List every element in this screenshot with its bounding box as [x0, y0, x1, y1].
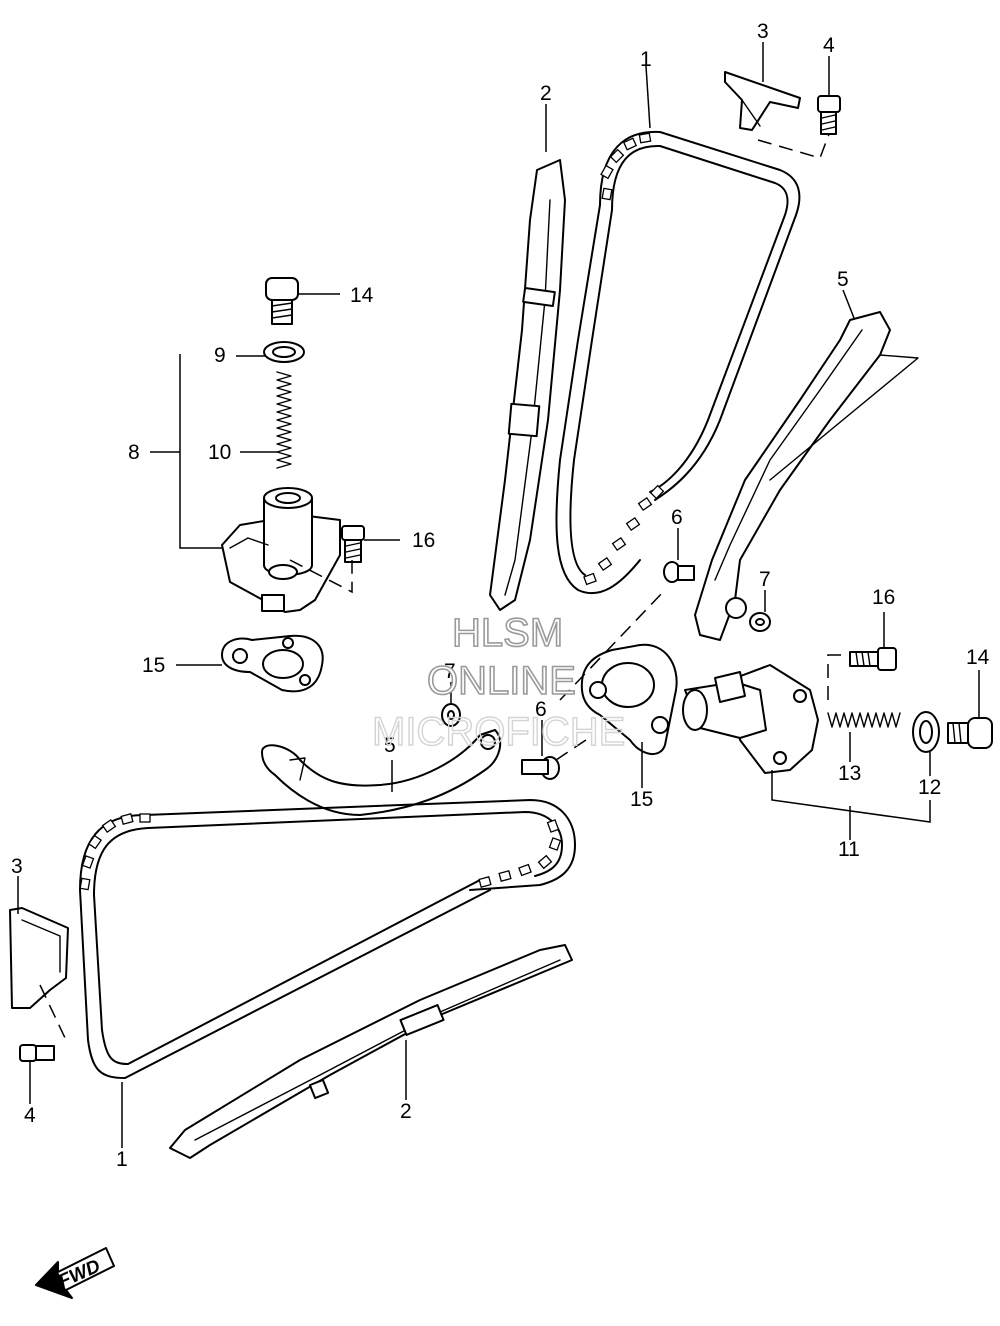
label-4-left: 4: [24, 1104, 36, 1127]
washer-7-left: [441, 703, 461, 727]
watermark-microfiche: MICROFICHE: [372, 710, 625, 754]
bolt-16-left: [341, 525, 365, 563]
gasket-12: [912, 711, 940, 753]
plug-14-right: [947, 717, 993, 749]
tensioner-assembly-left: [221, 277, 341, 613]
label-2-top: 2: [540, 82, 552, 105]
fwd-indicator: FWD: [35, 1247, 115, 1299]
washer-7-right: [749, 612, 771, 632]
tensioner-arm-center: [261, 729, 502, 816]
label-16-left: 16: [412, 529, 435, 552]
label-2-bottom: 2: [400, 1100, 412, 1123]
label-1-bottom: 1: [116, 1148, 128, 1171]
label-5-right: 5: [837, 268, 849, 291]
cam-chain-lower: [79, 799, 576, 1079]
guide-bracket-lower: [9, 907, 69, 1009]
spring-13: [827, 712, 901, 728]
label-1-top: 1: [640, 48, 652, 71]
label-3-left: 3: [11, 855, 23, 878]
label-12: 12: [918, 776, 941, 799]
label-4-top: 4: [823, 34, 835, 57]
watermark-online: ONLINE: [427, 659, 576, 703]
label-6-center: 6: [535, 698, 547, 721]
label-7-right: 7: [759, 568, 771, 591]
chain-guide-upper: [489, 159, 566, 611]
gasket-right: [580, 643, 678, 755]
label-16-right: 16: [872, 586, 895, 609]
label-15-center: 15: [630, 788, 653, 811]
label-11: 11: [838, 838, 860, 861]
label-7-left: 7: [444, 660, 456, 683]
tensioner-arm-right: [694, 311, 919, 641]
label-5-center: 5: [384, 734, 396, 757]
bolt-6-mid: [663, 561, 695, 583]
bolt-6-center: [521, 756, 560, 780]
label-14-left: 14: [350, 284, 374, 307]
label-15-left: 15: [142, 654, 165, 677]
watermark: HLSM ONLINE MICROFICHE: [371, 610, 626, 755]
label-13: 13: [838, 762, 861, 785]
chain-guide-lower: [169, 944, 573, 1159]
label-10: 10: [208, 441, 231, 464]
tensioner-body-right: [682, 664, 819, 774]
guide-bracket-upper: [724, 71, 801, 131]
label-6-mid: 6: [671, 506, 683, 529]
gasket-left: [221, 634, 324, 693]
bolt-upper: [817, 95, 841, 135]
callout-labels: 1 2 3 4 5 6 7 14 9 8 10 16 15 7 5 6 15 1…: [11, 20, 990, 1171]
bolt-lower: [19, 1044, 55, 1062]
watermark-hlsm: HLSM: [452, 611, 563, 655]
label-9: 9: [214, 344, 226, 367]
callout-lines: [17, 42, 980, 1148]
cam-chain-upper: [555, 130, 801, 595]
left-down-arrow-icon: [35, 1247, 115, 1299]
label-14-right: 14: [966, 646, 990, 669]
bolt-16-right: [849, 647, 897, 671]
label-8: 8: [128, 441, 140, 464]
label-3-top: 3: [757, 20, 769, 43]
